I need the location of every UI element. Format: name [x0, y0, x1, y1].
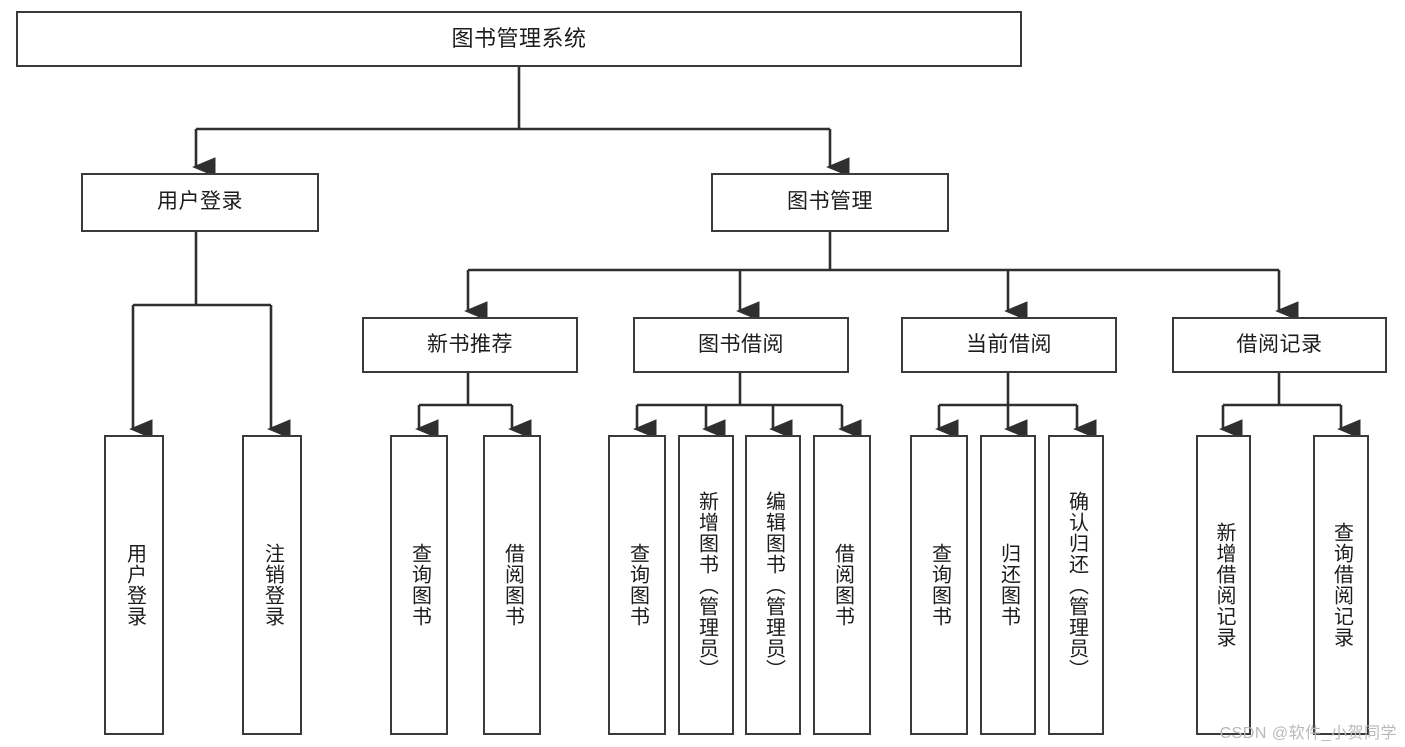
leaf-book-borrow-2[interactable]: 新增图书（管理员）	[678, 435, 734, 735]
leaf-current-borrow-1-label: 查询图书	[928, 543, 951, 627]
leaf-user-login-1-label: 用户登录	[123, 543, 146, 627]
csdn-watermark: CSDN @软件_小贺同学	[1219, 725, 1397, 742]
node-root[interactable]: 图书管理系统	[16, 11, 1022, 67]
node-book-management-label: 图书管理	[787, 190, 873, 214]
node-current-borrow[interactable]: 当前借阅	[901, 317, 1117, 373]
leaf-user-login-2-label: 注销登录	[261, 543, 284, 627]
leaf-book-borrow-1-label: 查询图书	[626, 543, 649, 627]
leaf-book-borrow-3-label: 编辑图书（管理员）	[762, 490, 785, 680]
leaf-book-borrow-4-label: 借阅图书	[831, 543, 854, 627]
leaf-book-borrow-4[interactable]: 借阅图书	[813, 435, 871, 735]
leaf-new-book-1[interactable]: 查询图书	[390, 435, 448, 735]
leaf-book-borrow-3[interactable]: 编辑图书（管理员）	[745, 435, 801, 735]
leaf-borrow-record-2[interactable]: 查询借阅记录	[1313, 435, 1369, 735]
leaf-borrow-record-1-label: 新增借阅记录	[1213, 522, 1235, 648]
leaf-new-book-2-label: 借阅图书	[501, 543, 524, 627]
leaf-book-borrow-2-label: 新增图书（管理员）	[695, 490, 718, 680]
leaf-borrow-record-1[interactable]: 新增借阅记录	[1196, 435, 1251, 735]
node-root-label: 图书管理系统	[451, 26, 587, 52]
leaf-user-login-1[interactable]: 用户登录	[104, 435, 164, 735]
leaf-current-borrow-3[interactable]: 确认归还（管理员）	[1048, 435, 1104, 735]
node-current-borrow-label: 当前借阅	[966, 332, 1052, 356]
leaf-book-borrow-1[interactable]: 查询图书	[608, 435, 666, 735]
leaf-new-book-2[interactable]: 借阅图书	[483, 435, 541, 735]
node-borrow-record[interactable]: 借阅记录	[1172, 317, 1387, 373]
leaf-current-borrow-2[interactable]: 归还图书	[980, 435, 1036, 735]
node-new-book-recommend-label: 新书推荐	[427, 332, 513, 356]
node-book-borrow[interactable]: 图书借阅	[633, 317, 849, 373]
leaf-borrow-record-2-label: 查询借阅记录	[1330, 522, 1353, 648]
leaf-current-borrow-3-label: 确认归还（管理员）	[1065, 490, 1088, 680]
node-book-borrow-label: 图书借阅	[698, 332, 784, 356]
leaf-current-borrow-1[interactable]: 查询图书	[910, 435, 968, 735]
node-user-login[interactable]: 用户登录	[81, 173, 319, 232]
node-book-management[interactable]: 图书管理	[711, 173, 949, 232]
leaf-user-login-2[interactable]: 注销登录	[242, 435, 302, 735]
leaf-new-book-1-label: 查询图书	[408, 543, 431, 627]
node-user-login-label: 用户登录	[157, 190, 243, 214]
node-new-book-recommend[interactable]: 新书推荐	[362, 317, 578, 373]
leaf-current-borrow-2-label: 归还图书	[997, 543, 1020, 627]
node-borrow-record-label: 借阅记录	[1236, 332, 1323, 356]
